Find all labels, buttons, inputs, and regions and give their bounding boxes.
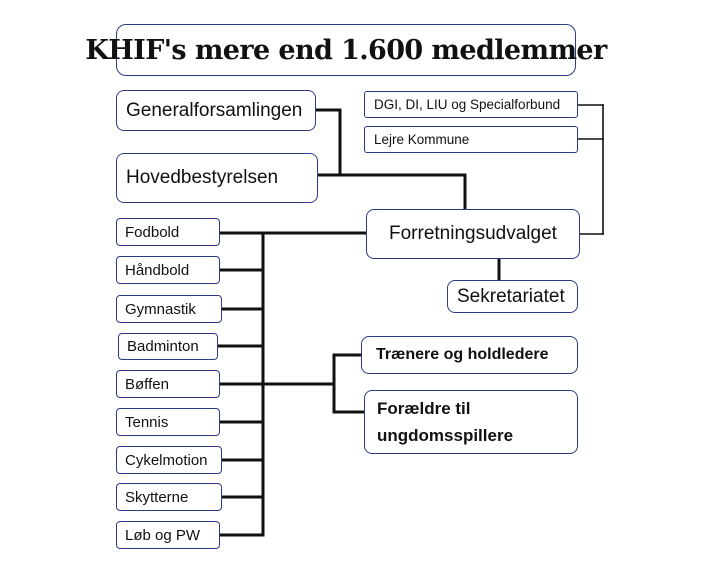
main-board-label: Hovedbestyrelsen — [126, 167, 279, 188]
coaches-box: Trænere og holdledere — [361, 336, 578, 374]
department-label: Cykelmotion — [125, 451, 208, 469]
department-box: Håndbold — [116, 256, 220, 284]
department-label: Håndbold — [125, 261, 190, 279]
executive-committee-label: Forretningsudvalget — [389, 223, 557, 244]
department-box: Skytterne — [116, 483, 222, 511]
department-box: Tennis — [116, 408, 220, 436]
department-label: Fodbold — [125, 223, 180, 241]
department-label: Bøffen — [125, 375, 169, 393]
federations-label: DGI, DI, LIU og Specialforbund — [374, 97, 561, 112]
federations-box: DGI, DI, LIU og Specialforbund — [364, 91, 578, 118]
department-label: Skytterne — [125, 488, 189, 506]
parents-box: Forældre til ungdomsspillere — [364, 390, 578, 454]
department-box: Gymnastik — [116, 295, 222, 323]
coaches-label: Trænere og holdledere — [376, 346, 549, 363]
general-assembly-label: Generalforsamlingen — [126, 99, 303, 121]
executive-committee-box: Forretningsudvalget — [366, 209, 580, 259]
main-board-box: Hovedbestyrelsen — [116, 153, 318, 203]
secretariat-box: Sekretariatet — [447, 280, 578, 313]
department-label: Løb og PW — [125, 526, 201, 544]
department-box: Cykelmotion — [116, 446, 222, 474]
department-label: Gymnastik — [125, 300, 196, 318]
department-box: Badminton — [118, 333, 218, 360]
department-box: Bøffen — [116, 370, 220, 398]
department-box: Løb og PW — [116, 521, 220, 549]
department-label: Badminton — [127, 338, 199, 355]
municipality-label: Lejre Kommune — [374, 132, 470, 147]
department-label: Tennis — [125, 413, 169, 431]
parents-label: Forældre til ungdomsspillere — [377, 399, 514, 445]
title-box: KHIF's mere end 1.600 medlemmer — [85, 24, 607, 76]
secretariat-label: Sekretariatet — [457, 285, 565, 307]
department-box: Fodbold — [116, 218, 220, 246]
general-assembly-box: Generalforsamlingen — [116, 90, 316, 131]
page-title: KHIF's mere end 1.600 medlemmer — [85, 34, 607, 66]
municipality-box: Lejre Kommune — [364, 126, 578, 153]
